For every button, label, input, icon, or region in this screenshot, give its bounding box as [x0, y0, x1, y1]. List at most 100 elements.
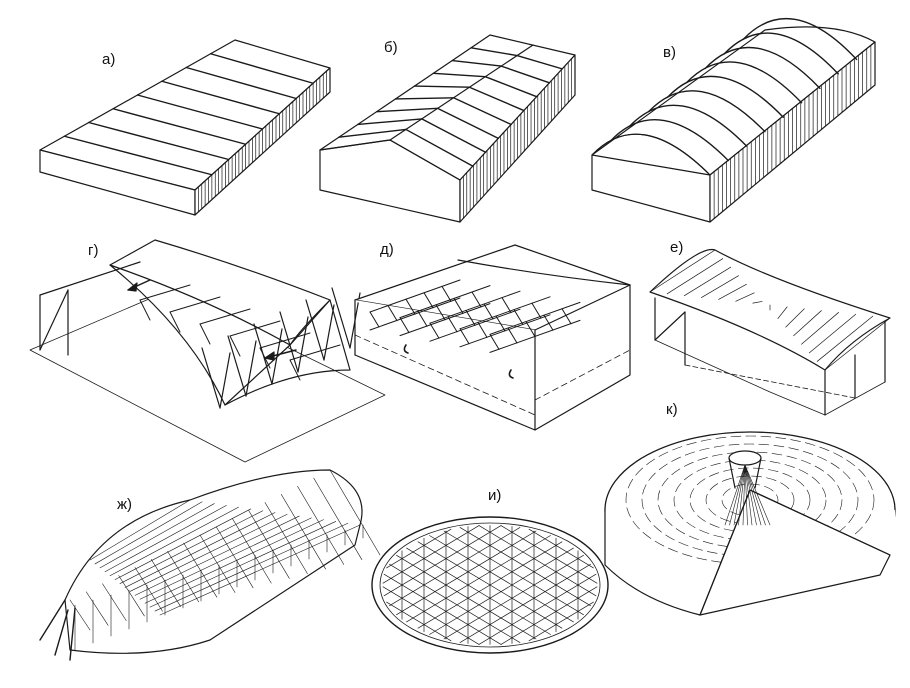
- column: [271, 328, 283, 385]
- diagram-e-saddle-roof: [649, 248, 891, 416]
- ring-cable: [689, 467, 811, 533]
- cable: [816, 315, 874, 362]
- diagram-d-crane-hall: [354, 244, 631, 431]
- mesh: [297, 485, 345, 565]
- diagram-b-gable-roof: [319, 34, 576, 223]
- truss-web: [471, 291, 482, 308]
- truss-chord: [139, 284, 191, 301]
- truss-web: [531, 302, 542, 319]
- grid-bar: [383, 525, 502, 597]
- roof-band: [405, 128, 474, 167]
- truss-web: [459, 328, 470, 345]
- mesh: [159, 524, 361, 616]
- truss-web: [525, 321, 536, 338]
- stay-cable: [742, 464, 746, 526]
- column: [331, 287, 351, 349]
- mesh: [154, 522, 349, 612]
- truss-web: [501, 297, 512, 314]
- truss-chord: [169, 296, 221, 313]
- cable: [793, 310, 822, 337]
- truss: [489, 301, 581, 335]
- mesh: [150, 559, 181, 607]
- diagram-i-elliptical-grid: [371, 516, 609, 654]
- truss-web: [423, 292, 434, 309]
- mesh: [129, 513, 288, 592]
- grid-bar: [459, 563, 591, 643]
- grid-bar: [406, 547, 551, 635]
- column: [201, 347, 221, 409]
- diagram-v-vault-roof: [591, 18, 876, 223]
- mesh: [215, 526, 254, 589]
- truss: [429, 290, 521, 324]
- stay-cable: [744, 464, 748, 526]
- mesh: [134, 515, 300, 596]
- truss-web: [139, 299, 151, 321]
- roof-band: [394, 97, 455, 100]
- mesh: [94, 501, 203, 565]
- grid-bar: [386, 528, 452, 569]
- mesh: [99, 503, 215, 569]
- truss-web: [561, 308, 572, 325]
- label-b: б): [384, 39, 398, 56]
- vault-band: [610, 119, 730, 162]
- roof-band: [413, 85, 471, 88]
- mesh: [119, 510, 264, 584]
- truss: [459, 296, 551, 330]
- vault-band: [647, 90, 766, 133]
- column: [227, 335, 247, 397]
- grid-bar: [389, 563, 521, 643]
- grid-bar: [429, 535, 574, 623]
- stay-cable: [738, 464, 746, 526]
- truss: [369, 279, 461, 313]
- mesh: [102, 583, 127, 621]
- mesh: [144, 519, 324, 604]
- grid-bar: [478, 525, 597, 597]
- mesh: [134, 567, 163, 612]
- mesh: [264, 502, 308, 575]
- grid-bar: [478, 573, 597, 645]
- label-d: д): [380, 241, 394, 258]
- mesh: [313, 477, 363, 560]
- label-g: г): [88, 242, 99, 259]
- truss-web: [399, 317, 410, 334]
- stay-cable: [744, 464, 766, 526]
- truss-web: [543, 314, 554, 331]
- diagram-a-flat-roof: [39, 39, 331, 216]
- roof-band: [375, 107, 439, 113]
- grid-bar: [500, 525, 598, 584]
- truss-web: [435, 304, 446, 321]
- roof-band: [436, 107, 500, 140]
- roof-band: [421, 118, 487, 153]
- mesh: [109, 506, 239, 577]
- grid-bar: [396, 530, 537, 616]
- roof-band: [185, 66, 297, 100]
- truss-web: [199, 323, 211, 345]
- cable: [808, 313, 857, 354]
- grid-bar: [528, 601, 594, 642]
- truss-web: [289, 359, 301, 381]
- roof-band: [112, 108, 247, 145]
- stay-cable: [733, 464, 746, 526]
- label-v: в): [663, 44, 676, 61]
- vault-band: [685, 61, 803, 104]
- truss-web: [429, 322, 440, 339]
- roof-band: [451, 59, 502, 67]
- grid-bar: [500, 586, 598, 645]
- roof-band: [136, 94, 264, 130]
- diagram-k-round-roof: [604, 431, 896, 632]
- vault-band: [666, 75, 784, 118]
- truss-web: [465, 309, 476, 326]
- diagram-zh-lens-mesh: [39, 469, 381, 661]
- vault-band: [704, 46, 821, 90]
- cable: [735, 292, 755, 302]
- truss-chord: [259, 332, 311, 349]
- grid-bar: [429, 547, 574, 635]
- cable: [718, 283, 747, 300]
- roof-band: [500, 65, 551, 84]
- truss-web: [417, 310, 428, 327]
- column: [253, 323, 273, 385]
- roof-band: [452, 97, 512, 126]
- roof-band: [432, 72, 487, 78]
- mesh: [114, 508, 252, 580]
